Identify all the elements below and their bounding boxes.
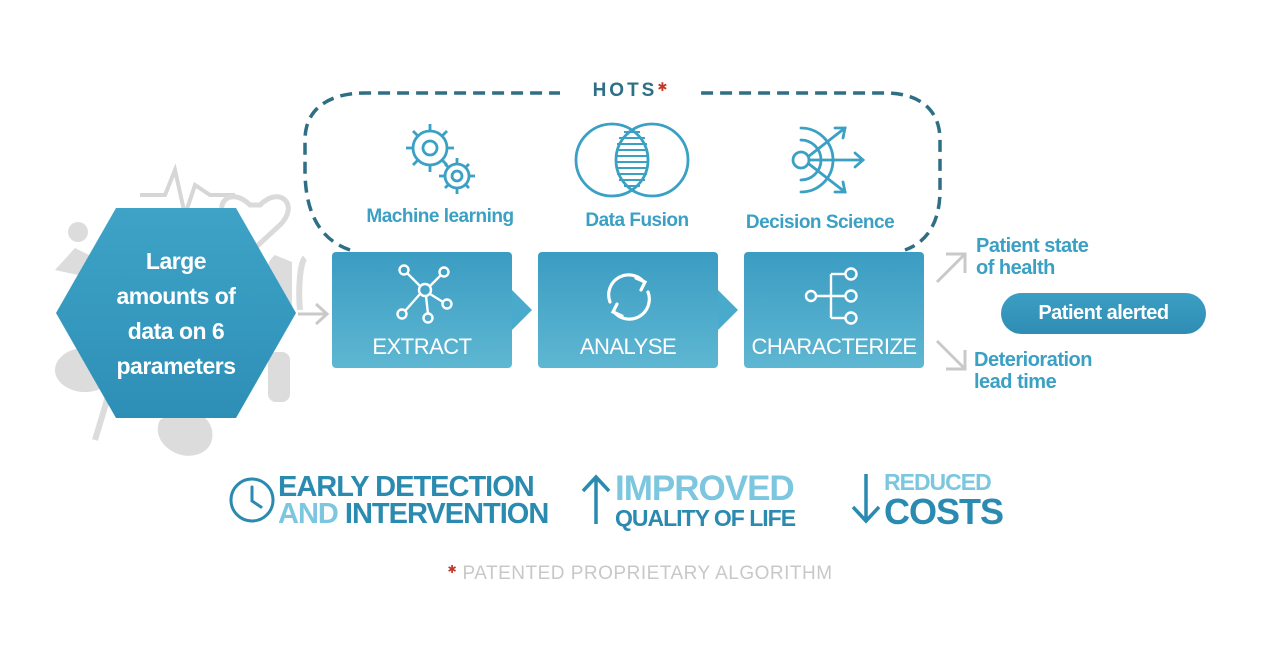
step-characterize-box [744, 252, 924, 368]
outcome-line: lead time [974, 371, 1057, 393]
gears-icon [406, 124, 475, 194]
input-hexagon-text: Large amounts of data on 6 parameters [76, 244, 276, 384]
hots-label-text: HOTS [592, 80, 658, 101]
hots-title: HOTS✱ [560, 80, 700, 102]
arrow-right-icon [298, 302, 330, 326]
outcome-line: Patient state [976, 235, 1089, 257]
arrow-up-icon [581, 474, 611, 524]
bottle-icon [268, 352, 290, 402]
clock-icon [229, 477, 275, 523]
patient-state-label: Patient state of health [976, 235, 1089, 279]
benefit-line: INTERVENTION [344, 498, 549, 530]
step-characterize-label: CHARACTERIZE [751, 334, 917, 359]
step-analyse-box [538, 252, 718, 368]
dashed-loop-line [303, 91, 942, 252]
heart-organ-icon [157, 413, 213, 456]
benefit-line: EARLY DETECTION [278, 471, 535, 503]
input-hexagon [56, 208, 296, 418]
hierarchy-icon [804, 267, 858, 325]
arrow-down-right-icon [935, 339, 967, 371]
runner-head-icon [68, 222, 88, 242]
decision-science-label: Decision Science [745, 212, 895, 233]
arrow-down-icon [851, 474, 881, 524]
machine-learning-label: Machine learning [366, 206, 514, 227]
improved-quality-benefit: IMPROVED QUALITY OF LIFE [615, 469, 796, 531]
early-detection-benefit: EARLY DETECTION AND INTERVENTION [278, 471, 549, 530]
outcome-line: of health [976, 257, 1055, 279]
outcome-line: Deterioration [974, 349, 1092, 371]
input-line: data on 6 [127, 318, 225, 344]
network-icon [396, 264, 453, 324]
arrow-up-right-icon [935, 252, 967, 284]
data-fusion-label: Data Fusion [585, 210, 689, 231]
benefit-line: REDUCED [884, 469, 992, 495]
input-line: parameters [116, 353, 236, 379]
benefit-line: QUALITY OF LIFE [615, 505, 796, 531]
step-extract-label: EXTRACT [372, 334, 472, 359]
reduced-costs-benefit: REDUCED COSTS [884, 469, 1004, 532]
step-connector [512, 290, 532, 330]
patent-mark-icon: ✱ [657, 80, 668, 94]
data-fusion-icon [574, 122, 690, 198]
benefit-line: COSTS [884, 491, 1004, 532]
step-connector [718, 290, 738, 330]
patent-footnote: ✱ PATENTED PROPRIETARY ALGORITHM [0, 563, 1280, 585]
step-analyse-label: ANALYSE [579, 334, 677, 359]
benefit-line: IMPROVED [615, 469, 795, 508]
step-extract-box [332, 252, 512, 368]
heart-outline-icon [219, 194, 291, 252]
deterioration-label: Deterioration lead time [974, 349, 1092, 393]
decision-science-icon [791, 126, 866, 194]
patent-mark-icon: ✱ [447, 564, 457, 576]
refresh-cycle-icon [607, 273, 651, 321]
input-line: Large [145, 248, 207, 274]
patient-alerted-badge: Patient alerted [1001, 293, 1206, 334]
benefit-line: AND [278, 498, 339, 530]
input-line: amounts of [116, 283, 236, 309]
footnote-text: PATENTED PROPRIETARY ALGORITHM [462, 563, 833, 584]
